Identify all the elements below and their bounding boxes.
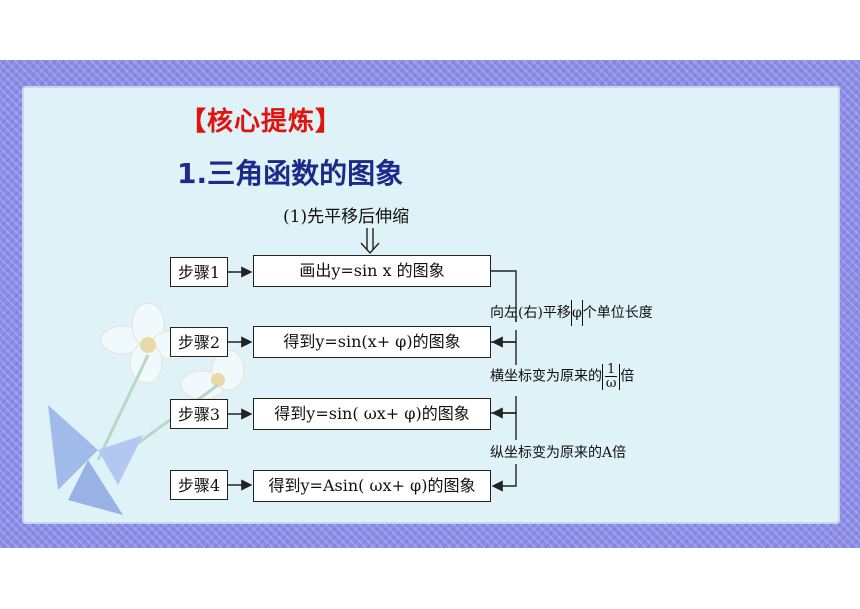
transform-shift-suffix: 个单位长度 xyxy=(582,305,653,321)
method-subtitle: (1)先平移后伸缩 xyxy=(283,207,410,227)
step-label-3: 步骤3 xyxy=(170,399,228,429)
transform-shift: 向左(右)平移φ个单位长度 xyxy=(490,300,653,326)
transform-horizontal-suffix: 倍 xyxy=(620,368,635,385)
step-box-2: 得到y=sin(x+ φ)的图象 xyxy=(253,326,491,358)
page-title: 1.三角函数的图象 xyxy=(177,157,404,190)
transform-shift-prefix: 向左(右)平移 xyxy=(490,305,571,321)
fraction-denominator: ω xyxy=(605,376,617,391)
step-label-4: 步骤4 xyxy=(170,470,228,500)
step-label-2: 步骤2 xyxy=(170,327,228,357)
transform-shift-phi: φ xyxy=(571,305,582,321)
transform-horizontal-prefix: 横坐标变为原来的 xyxy=(490,368,602,385)
step-box-3: 得到y=sin( ωx+ φ)的图象 xyxy=(253,398,491,430)
flower-decoration-icon xyxy=(48,302,245,515)
section-heading: 【核心提炼】 xyxy=(180,107,343,137)
fraction-numerator: 1 xyxy=(605,362,618,377)
step-label-1: 步骤1 xyxy=(170,257,228,287)
step-box-1: 画出y=sin x 的图象 xyxy=(253,255,491,287)
transform-vertical: 纵坐标变为原来的A倍 xyxy=(490,445,627,461)
step-box-4: 得到y=Asin( ωx+ φ)的图象 xyxy=(253,470,491,502)
content-panel xyxy=(22,86,840,524)
